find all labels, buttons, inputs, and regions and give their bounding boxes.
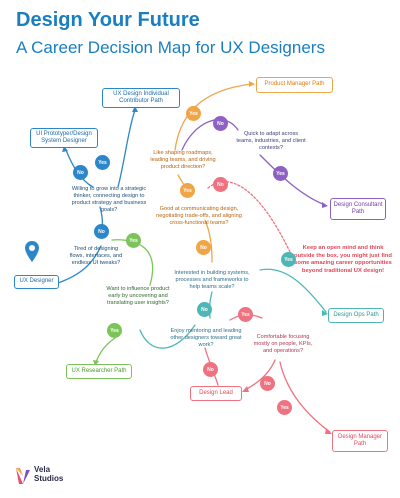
- box-ux-ic-path: UX Design Individual Contributor Path: [102, 88, 180, 108]
- question-quick-to-adapt: Quick to adapt across teams, industries,…: [236, 131, 306, 152]
- question-communicating-design: Good at communicating design, negotiatin…: [156, 206, 242, 227]
- location-pin-icon: [25, 241, 39, 262]
- question-strategic-thinker: Willing to grow into a strategic thinker…: [71, 186, 147, 214]
- badge-q9-yes: Yes: [277, 400, 292, 415]
- question-influence-product: Want to influence product early by uncov…: [106, 286, 170, 307]
- badge-q3-no: No: [213, 116, 228, 131]
- badge-q4-yes: Yes: [273, 166, 288, 181]
- badge-q8-yes: Yes: [238, 307, 253, 322]
- page-subtitle: A Career Decision Map for UX Designers: [16, 38, 325, 57]
- badge-q9-no: No: [260, 376, 275, 391]
- badge-q5-no-note: No: [213, 177, 228, 192]
- badge-q2-yes: Yes: [95, 155, 110, 170]
- brand-line2: Studios: [34, 473, 64, 483]
- page-title: Design Your Future: [16, 9, 200, 31]
- question-tired-of-designing: Tired of designing flows, interfaces, an…: [69, 246, 123, 267]
- question-shaping-roadmaps: Like shaping roadmaps, leading teams, an…: [150, 150, 216, 171]
- box-ui-prototyper: UI Prototyper/Design System Designer: [30, 128, 98, 148]
- question-enjoy-mentoring: Enjoy mentoring and leading other design…: [170, 328, 242, 349]
- box-design-ops-path: Design Ops Path: [328, 308, 384, 323]
- note-open-mind: Keep an open mind and think outside the …: [294, 245, 392, 274]
- badge-q7-yes: Yes: [281, 252, 296, 267]
- box-design-manager-path: Design Manager Path: [332, 430, 388, 452]
- question-building-systems: Interested in building systems, processe…: [174, 270, 250, 291]
- brand-line1: Vela: [34, 465, 51, 474]
- question-comfortable-people-kpis: Comfortable focusing mostly on people, K…: [253, 334, 313, 355]
- badge-q1-no: No: [94, 224, 109, 239]
- brand-name: Vela Studios: [34, 465, 64, 484]
- badge-q7-no: No: [197, 302, 212, 317]
- badge-q8-no: No: [203, 362, 218, 377]
- badge-q1-yes: Yes: [126, 233, 141, 248]
- badge-q5-no: No: [196, 240, 211, 255]
- box-product-manager-path: Product Manager Path: [256, 77, 333, 93]
- badge-q6-yes: Yes: [107, 323, 122, 338]
- box-design-lead: Design Lead: [190, 386, 242, 401]
- box-ux-designer-start: UX Designer: [14, 275, 59, 289]
- badge-q2-no: No: [73, 165, 88, 180]
- vela-logo-icon: [16, 468, 30, 484]
- badge-q3-yes: Yes: [180, 183, 195, 198]
- box-design-consultant-path: Design Consultant Path: [330, 198, 386, 220]
- badge-q3-yes-pm: Yes: [186, 106, 201, 121]
- box-ux-researcher-path: UX Researcher Path: [66, 364, 132, 379]
